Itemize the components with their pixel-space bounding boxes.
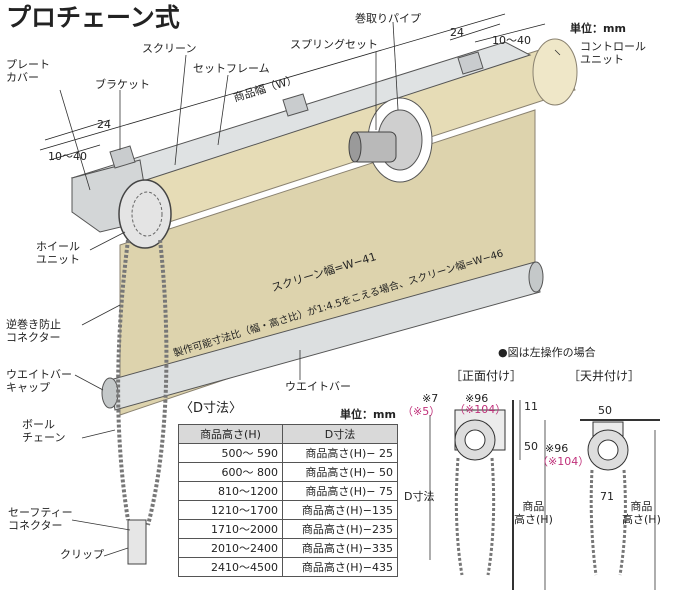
weight-bar-cap-shape: [101, 377, 119, 409]
left-operation-note: ●図は左操作の場合: [498, 346, 596, 359]
label-reverse-stopper: 逆巻き防止 コネクター: [6, 318, 61, 344]
table-cell: 1210〜1700: [178, 500, 283, 520]
unit-label-top: 単位：mm: [570, 22, 626, 35]
leader-lines: [59, 21, 561, 557]
label-control-unit: コントロール ユニット: [580, 40, 646, 66]
table-cell: 商品高さ(H)−435: [282, 557, 398, 577]
table-cell: 商品高さ(H)− 50: [282, 462, 398, 482]
table-cell: 600〜 800: [178, 462, 283, 482]
label-screen: スクリーン: [142, 42, 197, 55]
roller-end: [532, 38, 578, 106]
dim-10-40-right: 10〜40: [492, 34, 531, 47]
front-d-dim: D寸法: [404, 490, 435, 503]
label-bracket: ブラケット: [95, 78, 150, 91]
front-ref-5: （※5）: [402, 405, 441, 418]
label-safety-connector: セーフティー コネクター: [8, 506, 73, 532]
ball-chain-shape: [116, 239, 169, 526]
label-plate-cover: プレート カバー: [6, 58, 50, 84]
table-cell: 商品高さ(H)− 25: [282, 443, 398, 463]
dimension-lines: [39, 13, 546, 161]
label-weight-bar-cap: ウエイトバー キャップ: [6, 368, 72, 394]
table-cell: 2010〜2400: [178, 538, 283, 558]
table-cell: 2410〜4500: [178, 557, 283, 577]
page-title: プロチェーン式: [6, 3, 180, 32]
front-dim-50: 50: [524, 440, 538, 453]
table-cell: 500〜 590: [178, 443, 283, 463]
ceiling-mount-title: ［天井付け］: [568, 369, 641, 383]
front-ref-104: （※104）: [454, 403, 507, 416]
wheel-unit-shape: [118, 179, 172, 249]
front-dim-11: 11: [524, 400, 538, 413]
table-cell: 商品高さ(H)−235: [282, 519, 398, 539]
d-table-header-height: 商品高さ(H): [178, 424, 283, 444]
front-ref-96: ※96: [465, 392, 489, 405]
table-cell: 商品高さ(H)−135: [282, 500, 398, 520]
dim-24-left: 24: [97, 118, 111, 131]
ceiling-mount-view: [580, 419, 660, 590]
table-cell: 810〜1200: [178, 481, 283, 501]
label-roll-pipe: 巻取りパイプ: [355, 12, 421, 25]
front-ref-7: ※7: [422, 392, 439, 405]
d-table-header-d: D寸法: [282, 424, 398, 444]
table-cell: 商品高さ(H)− 75: [282, 481, 398, 501]
ceiling-ref-96: ※96: [545, 442, 569, 455]
dim-10-40-left: 10〜40: [48, 150, 87, 163]
table-cell: 商品高さ(H)−335: [282, 538, 398, 558]
dim-24-right: 24: [450, 26, 464, 39]
front-height: 商品 高さ(H): [514, 500, 553, 526]
ceiling-ref-104: （※104）: [537, 455, 590, 468]
ceiling-dim-50: 50: [598, 404, 612, 417]
d-table-caption: 〈D寸法〉: [180, 401, 243, 416]
bracket-shapes: [109, 51, 484, 169]
label-wheel-unit: ホイール ユニット: [36, 240, 80, 266]
front-mount-view: [429, 400, 546, 590]
label-spring-set: スプリングセット: [290, 38, 378, 51]
table-cell: 1710〜2000: [178, 519, 283, 539]
label-weight-bar: ウエイトバー: [285, 380, 351, 393]
label-set-frame: セットフレーム: [193, 62, 270, 75]
label-clip: クリップ: [60, 548, 104, 561]
front-mount-title: ［正面付け］: [450, 369, 523, 383]
ceiling-height: 商品 高さ(H): [622, 500, 661, 526]
label-ball-chain: ボール チェーン: [22, 418, 66, 444]
ceiling-dim-71: 71: [600, 490, 614, 503]
d-table-unit: 単位：mm: [340, 408, 396, 421]
clip-shape: [127, 519, 147, 565]
